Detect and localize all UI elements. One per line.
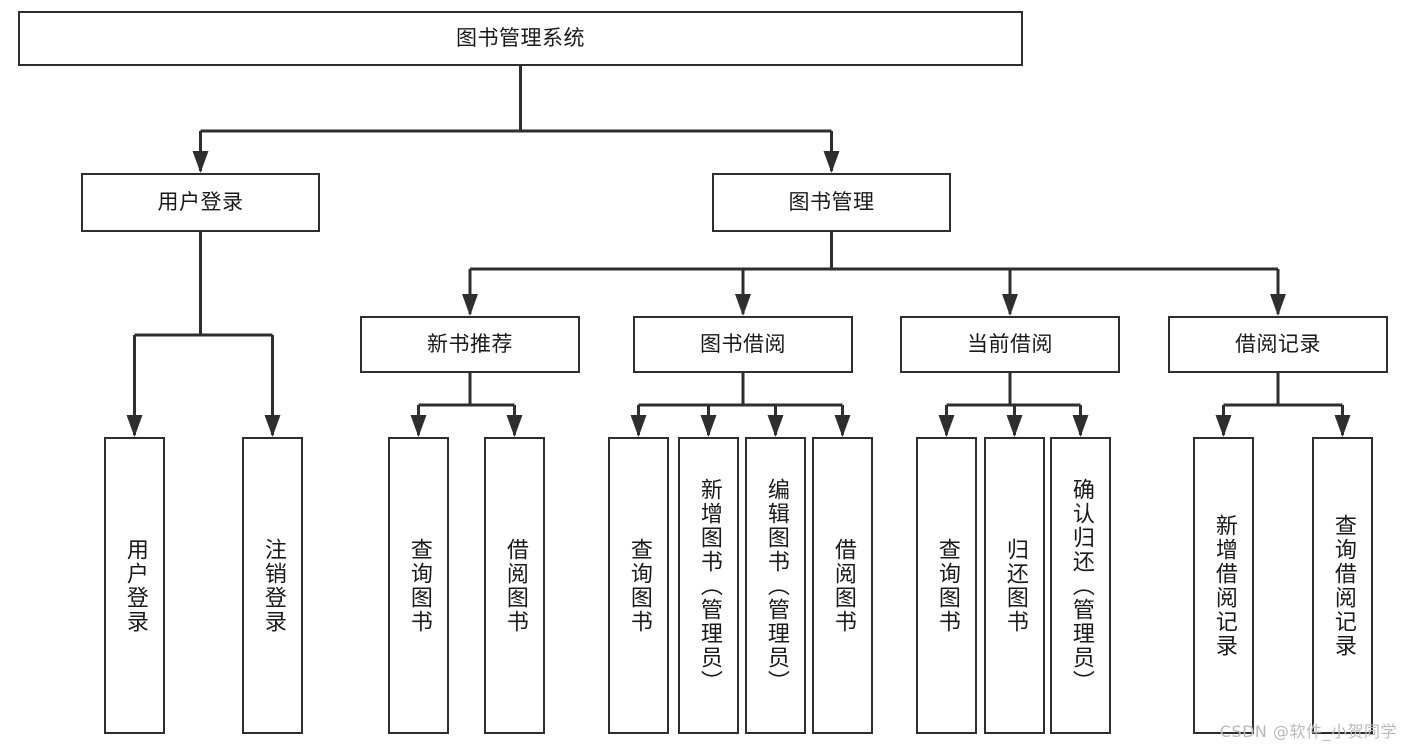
node-label: 用户登录 [122, 537, 148, 634]
node-leaf-confirm-return[interactable]: 确认归还（管理员） [1050, 437, 1111, 734]
node-label: 借阅图书 [502, 537, 528, 634]
node-label: 图书管理系统 [456, 25, 585, 50]
node-leaf-add-book[interactable]: 新增图书（管理员） [678, 437, 739, 734]
node-leaf-query-borrow-record[interactable]: 查询借阅记录 [1312, 437, 1373, 734]
node-book-borrow[interactable]: 图书借阅 [633, 316, 853, 373]
node-label: 查询图书 [626, 537, 652, 634]
node-label: 用户登录 [157, 189, 244, 214]
node-borrow-record[interactable]: 借阅记录 [1168, 316, 1388, 373]
node-current-borrow[interactable]: 当前借阅 [900, 316, 1120, 373]
node-book-manage[interactable]: 图书管理 [712, 173, 951, 232]
node-leaf-user-login[interactable]: 用户登录 [104, 437, 165, 734]
node-label: 图书借阅 [700, 331, 786, 356]
node-label: 归还图书 [1002, 537, 1028, 634]
node-leaf-logout-login[interactable]: 注销登录 [242, 437, 303, 734]
watermark-text: CSDN @软件_小贺同学 [1219, 722, 1397, 741]
node-label: 借阅记录 [1235, 331, 1321, 356]
node-leaf-edit-book[interactable]: 编辑图书（管理员） [745, 437, 806, 734]
node-label: 新书推荐 [427, 331, 513, 356]
node-label: 新增图书（管理员） [696, 477, 722, 694]
node-user-login[interactable]: 用户登录 [81, 173, 320, 232]
node-leaf-query-book-2[interactable]: 查询图书 [608, 437, 669, 734]
node-label: 新增借阅记录 [1211, 513, 1237, 658]
node-leaf-query-book-3[interactable]: 查询图书 [916, 437, 977, 734]
node-label: 查询图书 [406, 537, 432, 634]
node-label: 借阅图书 [830, 537, 856, 634]
node-label: 当前借阅 [967, 331, 1053, 356]
node-leaf-borrow-book-1[interactable]: 借阅图书 [484, 437, 545, 734]
node-label: 查询借阅记录 [1330, 513, 1356, 658]
node-leaf-query-book-1[interactable]: 查询图书 [388, 437, 449, 734]
node-leaf-borrow-book-2[interactable]: 借阅图书 [812, 437, 873, 734]
node-label: 编辑图书（管理员） [763, 477, 789, 694]
node-leaf-add-borrow-record[interactable]: 新增借阅记录 [1193, 437, 1254, 734]
node-leaf-return-book[interactable]: 归还图书 [984, 437, 1045, 734]
node-new-book-recommend[interactable]: 新书推荐 [360, 316, 580, 373]
node-label: 确认归还（管理员） [1068, 477, 1094, 694]
node-label: 注销登录 [260, 537, 286, 634]
node-root[interactable]: 图书管理系统 [18, 11, 1023, 66]
node-label: 图书管理 [788, 189, 875, 214]
node-label: 查询图书 [934, 537, 960, 634]
